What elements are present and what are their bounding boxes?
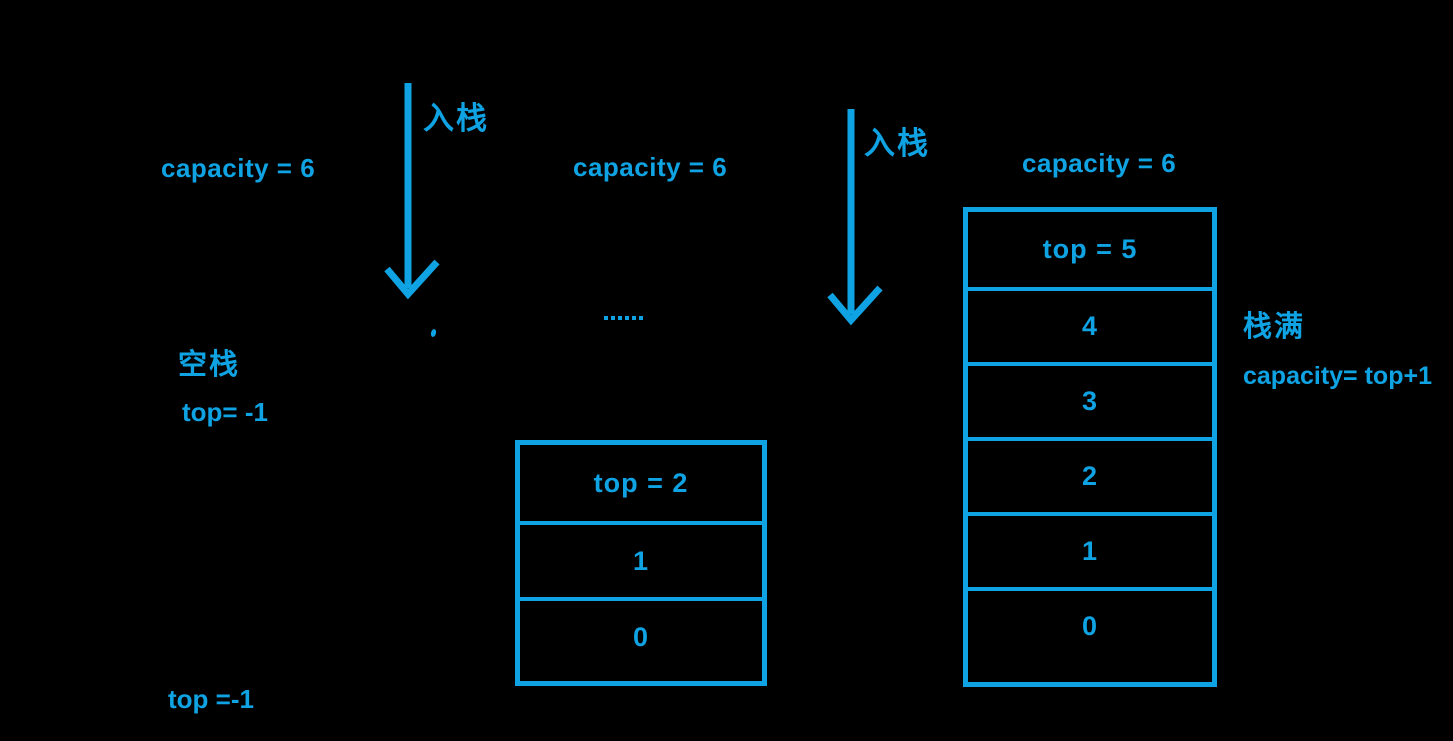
stray-dot [430, 328, 437, 338]
capacity-label-right: capacity = 6 [1022, 148, 1177, 178]
capacity-label-left: capacity = 6 [161, 153, 316, 183]
stack-cell: 3 [968, 362, 1212, 437]
stack-cell-top: top = 5 [1042, 234, 1138, 264]
stack-middle: top = 2 1 0 [515, 440, 767, 686]
stack-right: top = 5 4 3 2 1 0 [963, 207, 1217, 687]
stack-cell: 4 [968, 287, 1212, 362]
capacity-formula-label: capacity= top+1 [1243, 362, 1432, 390]
stack-cell: 1 [520, 521, 762, 597]
stack-cell: 2 [968, 437, 1212, 512]
push-label-left: 入栈 [423, 101, 489, 136]
ellipsis-dashes [604, 316, 643, 320]
push-label-middle: 入栈 [864, 126, 930, 161]
stack-cell: 1 [968, 512, 1212, 587]
top-pointer-label-bottom: top =-1 [168, 684, 254, 714]
stack-full-label: 栈满 [1243, 311, 1306, 343]
stack-cell: 0 [968, 587, 1212, 662]
top-pointer-label-left: top= -1 [182, 397, 268, 427]
empty-stack-label: 空栈 [178, 349, 241, 381]
push-arrow-down-icon-middle [827, 109, 883, 326]
stack-cell-top: top = 2 [593, 467, 689, 498]
push-arrow-down-icon-left [384, 83, 440, 300]
stack-cell: 0 [520, 597, 762, 673]
capacity-label-middle: capacity = 6 [573, 152, 728, 182]
